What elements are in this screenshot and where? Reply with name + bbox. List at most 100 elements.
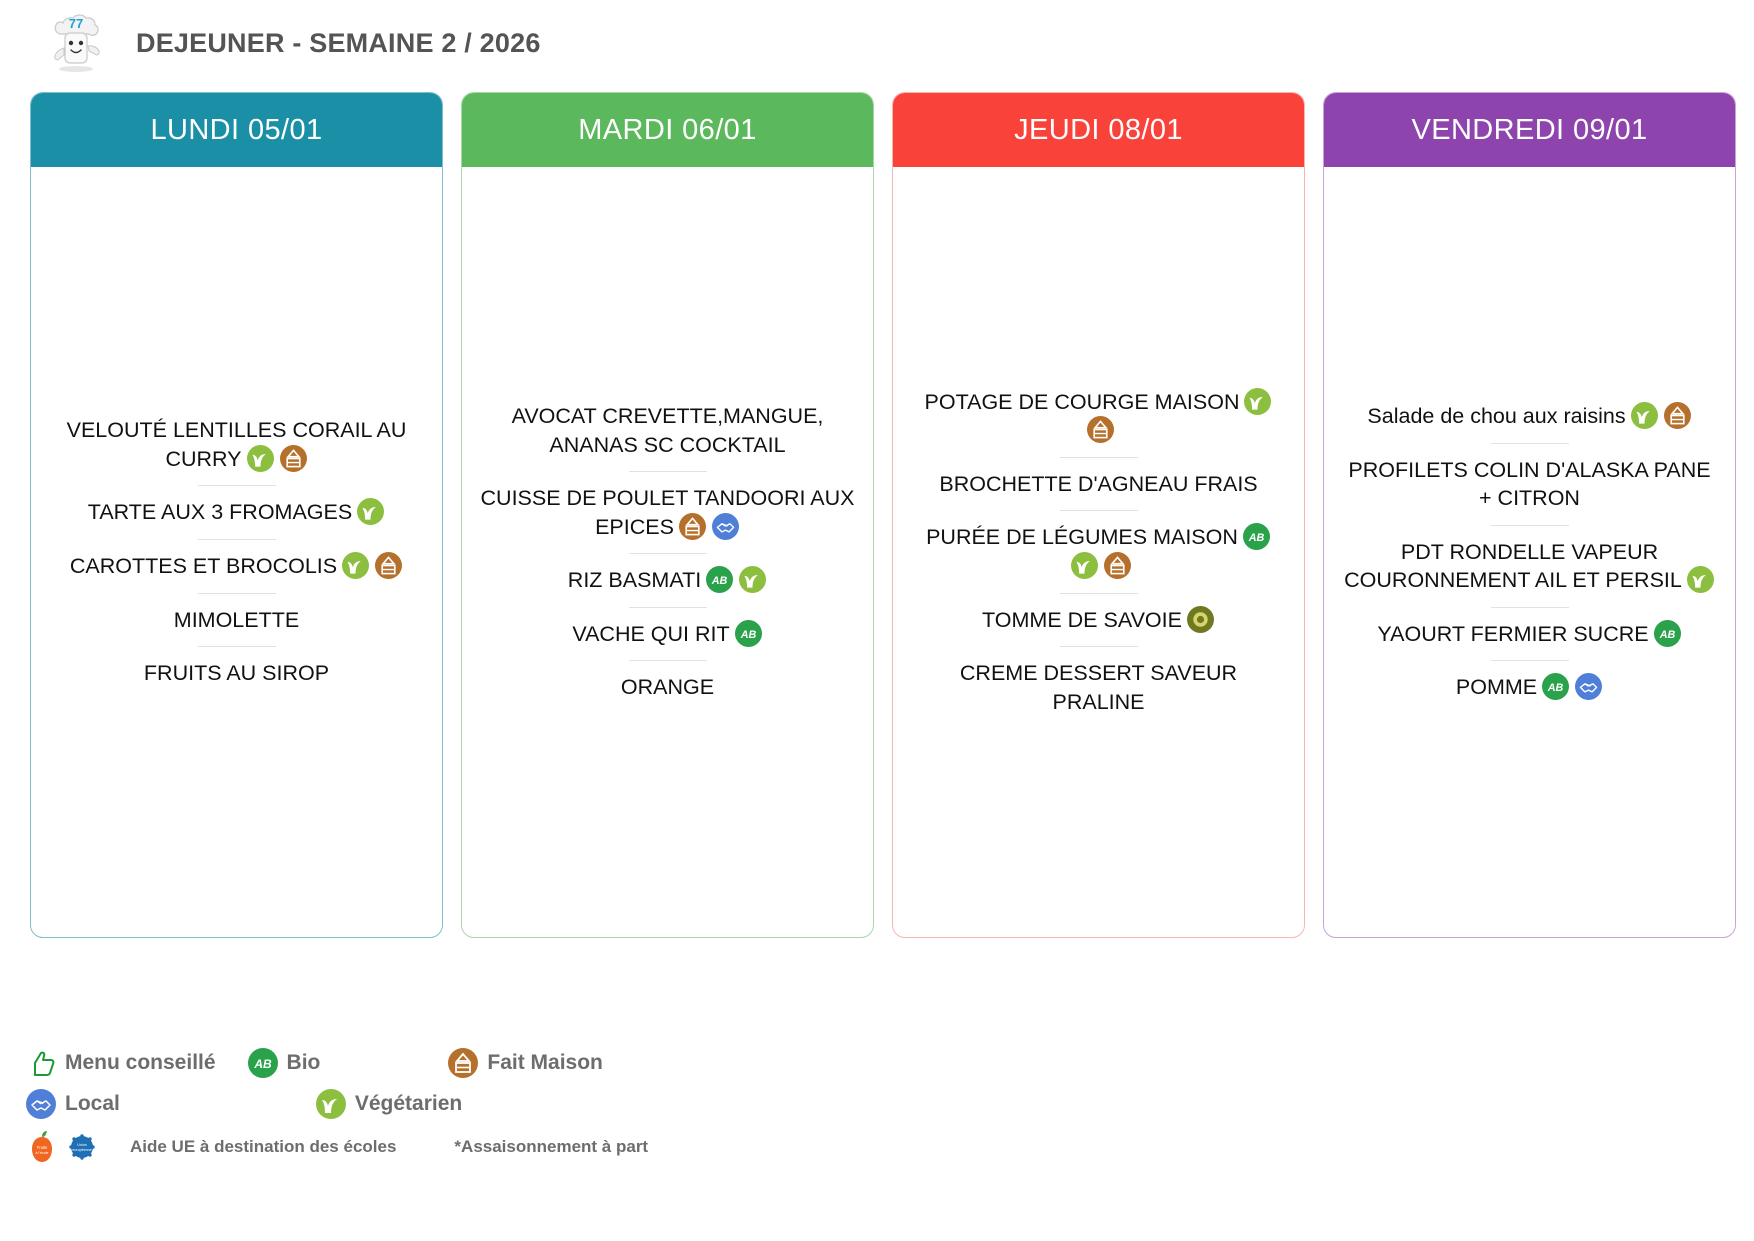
dish-item: AVOCAT CREVETTE,MANGUE, ANANAS SC COCKTA… bbox=[476, 393, 859, 468]
bio-icon: AB bbox=[1542, 673, 1570, 701]
dish-separator bbox=[197, 592, 276, 594]
legend-label: Fait Maison bbox=[487, 1051, 603, 1074]
dish-separator bbox=[1059, 510, 1138, 512]
legend-item-vegetarien: Végétarien bbox=[315, 1089, 462, 1119]
dish-label: BROCHETTE D'AGNEAU FRAIS bbox=[939, 471, 1258, 496]
legend-label: Menu conseillé bbox=[65, 1051, 216, 1074]
dish-item: CUISSE DE POULET TANDOORI AUX EPICES bbox=[476, 475, 859, 550]
svg-text:AB: AB bbox=[711, 575, 728, 587]
legend-label: Bio bbox=[286, 1051, 321, 1074]
dish-item: RIZ BASMATI AB bbox=[476, 557, 859, 604]
dish-item: FRUITS AU SIROP bbox=[45, 650, 428, 697]
dish-item: VELOUTÉ LENTILLES CORAIL AU CURRY bbox=[45, 407, 428, 482]
dish-separator bbox=[628, 471, 707, 473]
dish-separator bbox=[197, 539, 276, 540]
dish-item: POTAGE DE COURGE MAISON bbox=[907, 379, 1290, 454]
tomme-icon bbox=[1186, 605, 1214, 633]
dish-item: TARTE AUX 3 FROMAGES bbox=[45, 489, 428, 536]
menu-conseille-icon bbox=[26, 1048, 56, 1078]
day-dish-list: POTAGE DE COURGE MAISON BROCHETTE D'AGNEA… bbox=[893, 167, 1304, 937]
dish-label: VELOUTÉ LENTILLES CORAIL AU CURRY bbox=[66, 418, 407, 471]
dish-separator bbox=[1490, 524, 1569, 526]
day-header: JEUDI 08/01 bbox=[893, 93, 1304, 167]
dish-label: PDT RONDELLE VAPEUR COURONNEMENT AIL ET … bbox=[1344, 539, 1682, 593]
bio-icon: AB bbox=[1653, 619, 1681, 647]
svg-text:européenne: européenne bbox=[72, 1148, 91, 1152]
dish-item: POMME AB bbox=[1338, 664, 1721, 711]
fait-maison-icon bbox=[1103, 552, 1131, 579]
dish-label: AVOCAT CREVETTE,MANGUE, ANANAS SC COCKTA… bbox=[511, 403, 824, 457]
dish-label: TARTE AUX 3 FROMAGES bbox=[87, 500, 353, 525]
vegetarien-icon bbox=[246, 444, 274, 472]
vegetarien-icon bbox=[1630, 401, 1658, 429]
fait-maison-icon bbox=[448, 1048, 479, 1078]
dish-label: PROFILETS COLIN D'ALASKA PANE + CITRON bbox=[1348, 457, 1711, 511]
eu-logo-icon: Union européenne bbox=[66, 1130, 98, 1164]
svg-text:77: 77 bbox=[69, 16, 83, 31]
bio-icon: AB bbox=[706, 566, 734, 594]
dish-separator bbox=[1059, 456, 1138, 458]
dish-label: CUISSE DE POULET TANDOORI AUX EPICES bbox=[480, 486, 855, 539]
vegetarien-icon bbox=[739, 566, 767, 594]
legend-label: Local bbox=[65, 1092, 120, 1115]
dish-label: PURÉE DE LÉGUMES MAISON bbox=[926, 525, 1238, 550]
page-title: DEJEUNER - SEMAINE 2 / 2026 bbox=[136, 27, 541, 58]
dish-label: CREME DESSERT SAVEUR PRALINE bbox=[959, 661, 1238, 714]
day-dish-list: VELOUTÉ LENTILLES CORAIL AU CURRY TARTE A… bbox=[31, 167, 442, 937]
svg-text:AB: AB bbox=[1547, 682, 1564, 694]
day-header: VENDREDI 09/01 bbox=[1324, 93, 1735, 167]
fruit-ue-icon: Fruits à l'école bbox=[26, 1130, 58, 1164]
page-header: 77 DEJEUNER - SEMAINE 2 / 2026 bbox=[0, 0, 1754, 78]
vegetarien-icon bbox=[1244, 387, 1272, 415]
dish-separator bbox=[1059, 592, 1138, 594]
legend-item-menu-conseille: Menu conseillé bbox=[26, 1048, 216, 1078]
dish-label: Salade de chou aux raisins bbox=[1367, 403, 1626, 428]
dish-label: YAOURT FERMIER SUCRE bbox=[1377, 621, 1649, 646]
local-icon bbox=[26, 1089, 56, 1119]
legend-eu-row: Fruits à l'école Union européenne bbox=[26, 1130, 1726, 1164]
fait-maison-icon bbox=[375, 552, 403, 579]
svg-text:Union: Union bbox=[77, 1143, 86, 1147]
dish-label: MIMOLETTE bbox=[173, 607, 300, 632]
dish-item: PDT RONDELLE VAPEUR COURONNEMENT AIL ET … bbox=[1338, 529, 1721, 604]
dish-label: ORANGE bbox=[620, 675, 715, 700]
dish-label: CAROTTES ET BROCOLIS bbox=[69, 554, 338, 578]
dish-label: VACHE QUI RIT bbox=[572, 621, 730, 646]
dish-separator bbox=[1490, 606, 1569, 608]
fait-maison-icon bbox=[1663, 401, 1691, 429]
dish-separator bbox=[1059, 646, 1138, 648]
dish-item: CAROTTES ET BROCOLIS bbox=[45, 543, 428, 590]
bio-icon: AB bbox=[1242, 523, 1270, 551]
chef-mascot-logo: 77 bbox=[38, 12, 114, 74]
dish-label: POMME bbox=[1455, 675, 1538, 700]
dish-separator bbox=[197, 646, 276, 648]
vegetarien-icon bbox=[1686, 566, 1714, 594]
dish-separator bbox=[628, 606, 707, 608]
legend-eu-text: Aide UE à destination des écoles bbox=[130, 1137, 397, 1156]
dish-label: RIZ BASMATI bbox=[567, 568, 702, 593]
fait-maison-icon bbox=[1087, 416, 1114, 444]
dish-separator bbox=[628, 553, 707, 555]
vegetarien-icon bbox=[357, 498, 385, 526]
bio-icon: AB bbox=[734, 619, 762, 647]
day-header: MARDI 06/01 bbox=[462, 93, 873, 167]
dish-item: MIMOLETTE bbox=[45, 597, 428, 644]
svg-text:à l'école: à l'école bbox=[35, 1151, 48, 1155]
svg-text:Fruits: Fruits bbox=[37, 1145, 47, 1150]
vegetarien-icon bbox=[1070, 552, 1098, 579]
dish-item: BROCHETTE D'AGNEAU FRAIS bbox=[907, 461, 1290, 508]
dish-separator bbox=[1490, 442, 1569, 444]
dish-label: TOMME DE SAVOIE bbox=[982, 607, 1182, 632]
local-icon bbox=[711, 512, 739, 540]
local-icon bbox=[1575, 673, 1603, 701]
